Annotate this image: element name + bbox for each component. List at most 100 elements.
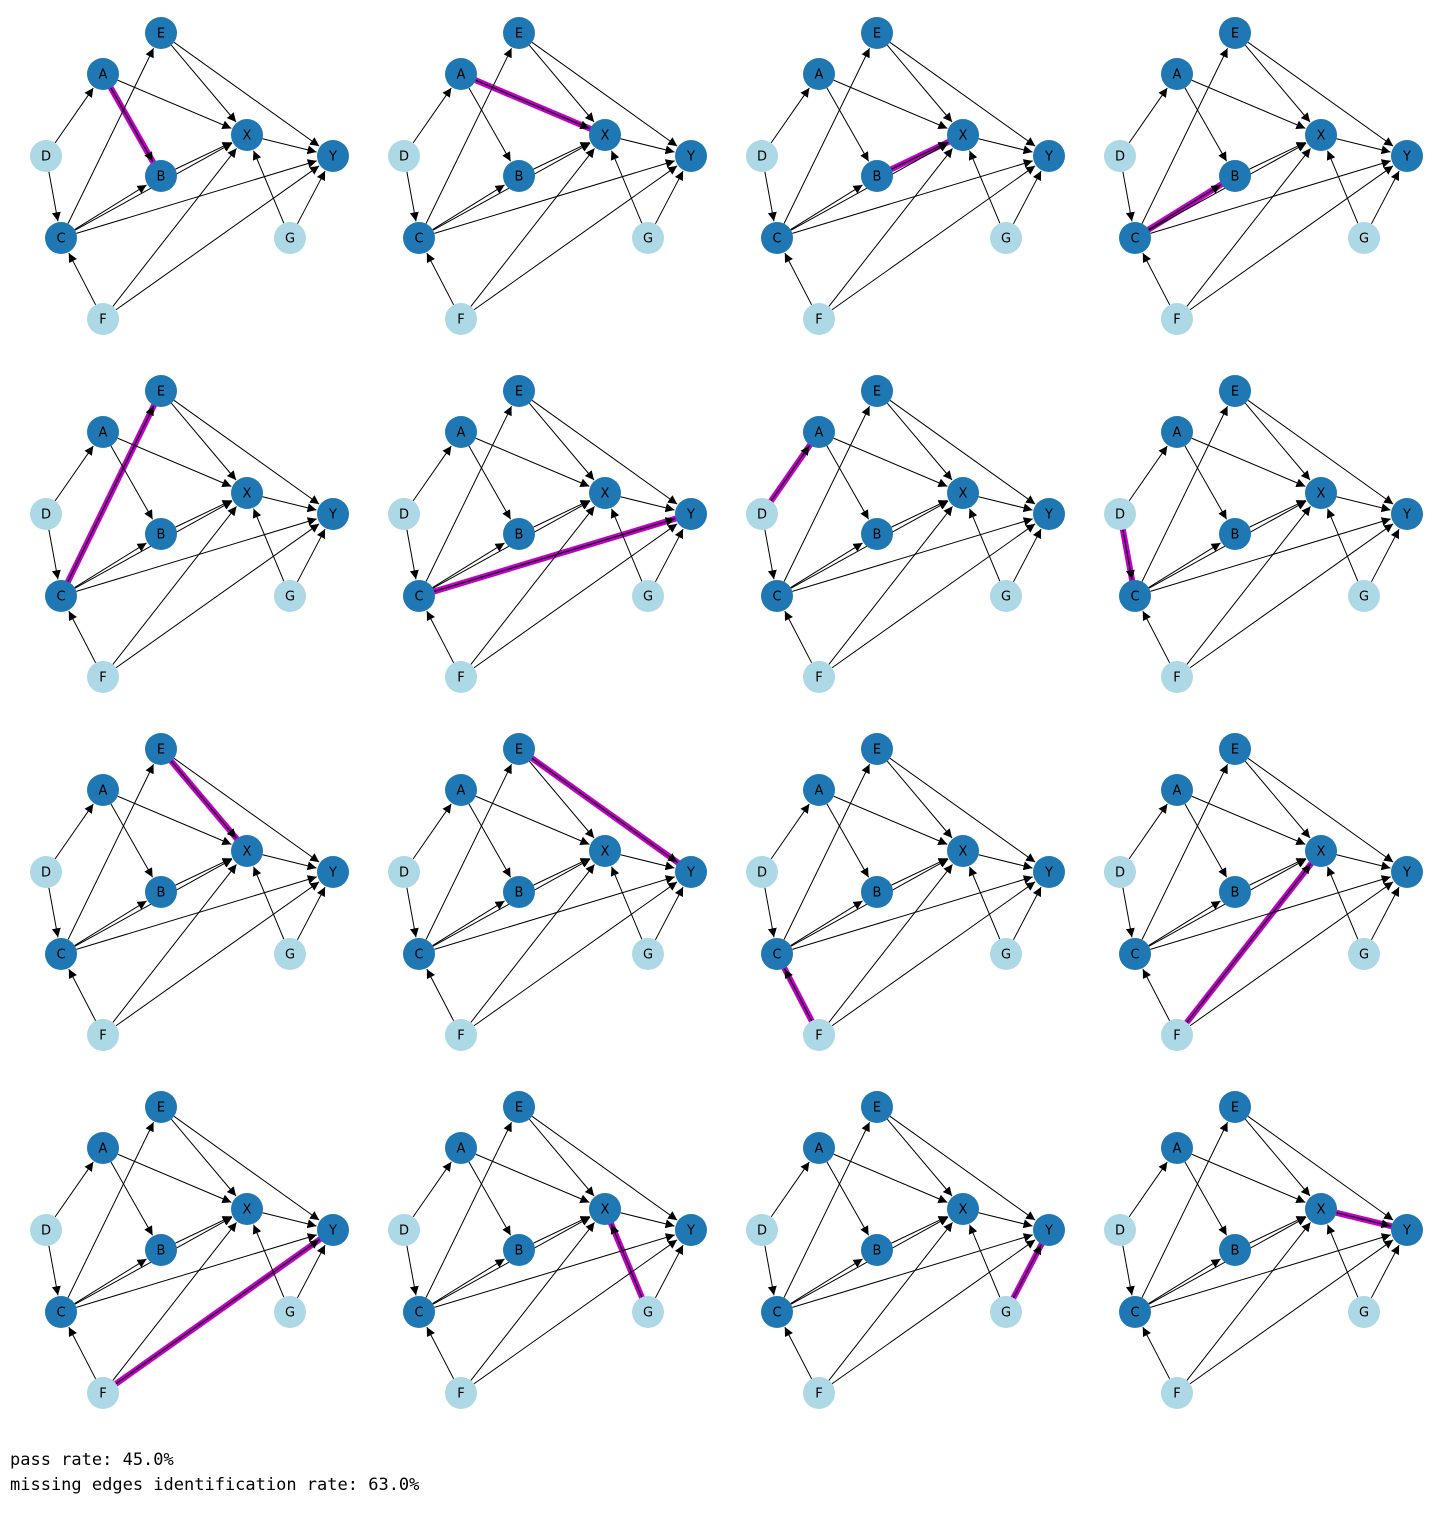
- node-label: X: [1317, 845, 1326, 860]
- edge-F-Y: [1189, 523, 1394, 669]
- node-circle: [445, 774, 477, 806]
- node-label: G: [1359, 948, 1369, 963]
- node-circle: [1161, 303, 1193, 335]
- edge-G-Y: [1370, 170, 1400, 225]
- edge-F-X: [112, 864, 237, 1023]
- node-label: X: [601, 1203, 610, 1218]
- edge-G-Y: [296, 170, 326, 225]
- node-G: G: [274, 580, 306, 612]
- edge-E-X: [170, 402, 237, 481]
- node-circle: [589, 1193, 621, 1225]
- node-circle: [1305, 119, 1337, 151]
- node-E: E: [861, 1091, 893, 1123]
- node-label: Y: [1044, 1224, 1053, 1239]
- edge-E-X: [886, 760, 953, 839]
- node-label: C: [1130, 232, 1139, 247]
- node-E: E: [145, 1091, 177, 1123]
- edge-G-Y: [1370, 1244, 1400, 1299]
- edge-D-C: [1122, 887, 1135, 938]
- node-B: B: [1219, 160, 1251, 192]
- node-Y: Y: [675, 140, 707, 172]
- edge-C-B: [790, 900, 863, 946]
- node-E: E: [503, 17, 535, 49]
- node-label: E: [157, 27, 165, 42]
- node-B: B: [861, 1234, 893, 1266]
- node-E: E: [861, 375, 893, 407]
- node-label: A: [99, 1142, 108, 1157]
- node-label: B: [515, 170, 524, 185]
- node-circle: [746, 1214, 778, 1246]
- node-circle: [503, 160, 535, 192]
- node-circle: [1305, 1193, 1337, 1225]
- edge-A-X: [475, 1153, 590, 1204]
- node-label: G: [285, 232, 295, 247]
- edge-D-A: [54, 87, 94, 144]
- node-circle: [1104, 856, 1136, 888]
- node-X: X: [947, 477, 979, 509]
- node-X: X: [1305, 477, 1337, 509]
- node-D: D: [746, 498, 778, 530]
- node-circle: [445, 661, 477, 693]
- edge-A-X: [833, 79, 948, 130]
- edge-E-X: [170, 44, 237, 123]
- edge-D-C: [764, 887, 777, 938]
- node-C: C: [403, 222, 435, 254]
- edge-G-Y: [296, 528, 326, 583]
- node-X: X: [1305, 119, 1337, 151]
- node-X: X: [1305, 835, 1337, 867]
- node-circle: [231, 835, 263, 867]
- node-E: E: [861, 17, 893, 49]
- edge-E-Y: [173, 1115, 320, 1221]
- node-B: B: [861, 876, 893, 908]
- edge-F-Y: [473, 881, 678, 1027]
- node-circle: [861, 17, 893, 49]
- node-C: C: [403, 580, 435, 612]
- node-label: D: [757, 508, 767, 523]
- node-circle: [30, 856, 62, 888]
- node-B: B: [503, 160, 535, 192]
- edge-C-Y: [792, 517, 1033, 592]
- edge-G-X: [968, 508, 1001, 582]
- node-label: X: [1317, 129, 1326, 144]
- edge-C-Y: [434, 517, 675, 592]
- node-label: C: [56, 948, 65, 963]
- edge-C-B: [1148, 184, 1221, 230]
- node-label: B: [873, 886, 882, 901]
- node-label: B: [515, 886, 524, 901]
- node-C: C: [403, 938, 435, 970]
- edge-F-Y: [473, 523, 678, 669]
- node-label: C: [56, 232, 65, 247]
- node-circle: [990, 222, 1022, 254]
- node-circle: [990, 580, 1022, 612]
- node-label: D: [399, 508, 409, 523]
- node-C: C: [45, 222, 77, 254]
- edge-F-X: [828, 506, 953, 665]
- node-label: D: [399, 150, 409, 165]
- edge-A-B: [110, 87, 154, 162]
- node-Y: Y: [1033, 498, 1065, 530]
- node-circle: [1033, 856, 1065, 888]
- edge-F-C: [68, 252, 97, 306]
- node-circle: [145, 518, 177, 550]
- edge-F-C: [1142, 1326, 1171, 1380]
- node-circle: [1033, 140, 1065, 172]
- edge-G-X: [252, 1224, 285, 1298]
- node-circle: [746, 140, 778, 172]
- node-F: F: [1161, 1019, 1193, 1051]
- edge-A-X: [117, 437, 232, 488]
- node-label: Y: [328, 150, 337, 165]
- node-label: G: [285, 948, 295, 963]
- node-F: F: [87, 303, 119, 335]
- node-circle: [445, 1377, 477, 1409]
- node-label: F: [1173, 1029, 1180, 1044]
- node-X: X: [231, 1193, 263, 1225]
- node-Y: Y: [1391, 1214, 1423, 1246]
- edge-C-Y: [434, 875, 675, 950]
- node-label: Y: [686, 866, 695, 881]
